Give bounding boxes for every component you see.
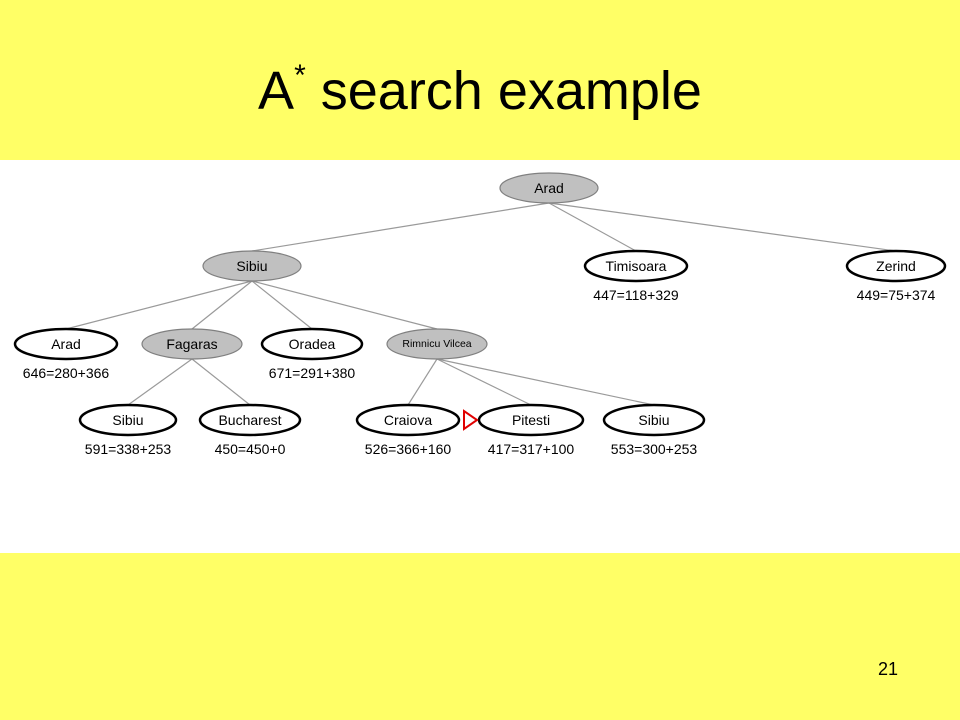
node-label-sibiu-3: Sibiu	[112, 412, 143, 428]
node-label-pitesti: Pitesti	[512, 412, 550, 428]
edge-fagaras-to-sibiu-3	[127, 358, 193, 406]
node-label-zerind: Zerind	[876, 258, 916, 274]
slide-number: 21	[877, 659, 898, 679]
node-rimnicu-vilcea: Rimnicu Vilcea	[386, 328, 488, 360]
title-superscript: *	[294, 59, 306, 92]
node-ellipse-sibiu-4	[602, 403, 706, 437]
node-label-timisoara: Timisoara	[606, 258, 667, 274]
edge-rimnicu-vilcea-to-sibiu-4	[436, 358, 655, 406]
edge-arad-root-to-sibiu-1	[251, 202, 550, 252]
node-f-value-pitesti: 417=317+100	[488, 441, 575, 457]
node-ellipse-rimnicu-vilcea	[386, 328, 488, 360]
node-bucharest: Bucharest 450=450+0	[198, 403, 302, 457]
slide-title: A* search example	[0, 56, 960, 126]
edge-arad-root-to-timisoara	[548, 202, 637, 252]
node-f-value-arad-2: 646=280+366	[23, 365, 110, 381]
node-pitesti: Pitesti 417=317+100	[463, 403, 585, 457]
node-label-rimnicu-vilcea: Rimnicu Vilcea	[402, 338, 471, 350]
next-expansion-marker-icon	[463, 409, 479, 431]
node-label-sibiu-1: Sibiu	[236, 258, 267, 274]
node-ellipse-bucharest	[198, 403, 302, 437]
node-ellipse-pitesti	[477, 403, 585, 437]
node-ellipse-sibiu-3	[78, 403, 178, 437]
edge-fagaras-to-bucharest	[191, 358, 251, 406]
node-ellipse-fagaras	[141, 328, 243, 360]
node-ellipse-craiova	[355, 403, 461, 437]
title-main: A	[258, 61, 295, 121]
node-ellipse-arad-2	[13, 327, 119, 361]
node-f-value-oradea: 671=291+380	[269, 365, 356, 381]
node-sibiu-3: Sibiu 591=338+253	[78, 403, 178, 457]
node-sibiu-4: Sibiu 553=300+253	[602, 403, 706, 457]
node-arad-2: Arad 646=280+366	[13, 327, 119, 381]
node-ellipse-sibiu-1	[202, 250, 302, 282]
node-label-arad-root: Arad	[534, 180, 564, 196]
edge-arad-root-to-zerind	[548, 202, 897, 252]
node-timisoara: Timisoara 447=118+329	[583, 249, 689, 303]
node-label-bucharest: Bucharest	[218, 412, 281, 428]
tree-edges	[65, 202, 897, 406]
edge-rimnicu-vilcea-to-pitesti	[436, 358, 532, 406]
node-label-fagaras: Fagaras	[166, 336, 217, 352]
edge-sibiu-1-to-oradea	[251, 280, 313, 330]
node-ellipse-arad-root	[499, 172, 599, 204]
node-label-oradea: Oradea	[289, 336, 336, 352]
node-ellipse-zerind	[845, 249, 947, 283]
node-oradea: Oradea 671=291+380	[260, 327, 364, 381]
node-zerind: Zerind 449=75+374	[845, 249, 947, 303]
node-fagaras: Fagaras	[141, 328, 243, 360]
edge-rimnicu-vilcea-to-craiova	[407, 358, 438, 406]
node-f-value-craiova: 526=366+160	[365, 441, 452, 457]
edge-sibiu-1-to-rimnicu-vilcea	[251, 280, 438, 330]
node-craiova: Craiova 526=366+160	[355, 403, 461, 457]
node-f-value-zerind: 449=75+374	[857, 287, 936, 303]
edge-sibiu-1-to-fagaras	[191, 280, 253, 330]
node-f-value-sibiu-4: 553=300+253	[611, 441, 698, 457]
node-label-arad-2: Arad	[51, 336, 81, 352]
node-f-value-timisoara: 447=118+329	[593, 287, 679, 303]
node-arad-root: Arad	[499, 172, 599, 204]
node-f-value-sibiu-3: 591=338+253	[85, 441, 172, 457]
title-rest: search example	[305, 61, 702, 121]
edge-sibiu-1-to-arad-2	[65, 280, 253, 330]
node-sibiu-1: Sibiu	[202, 250, 302, 282]
node-ellipse-timisoara	[583, 249, 689, 283]
node-f-value-bucharest: 450=450+0	[215, 441, 286, 457]
node-ellipse-oradea	[260, 327, 364, 361]
node-label-sibiu-4: Sibiu	[638, 412, 669, 428]
node-label-craiova: Craiova	[384, 412, 432, 428]
